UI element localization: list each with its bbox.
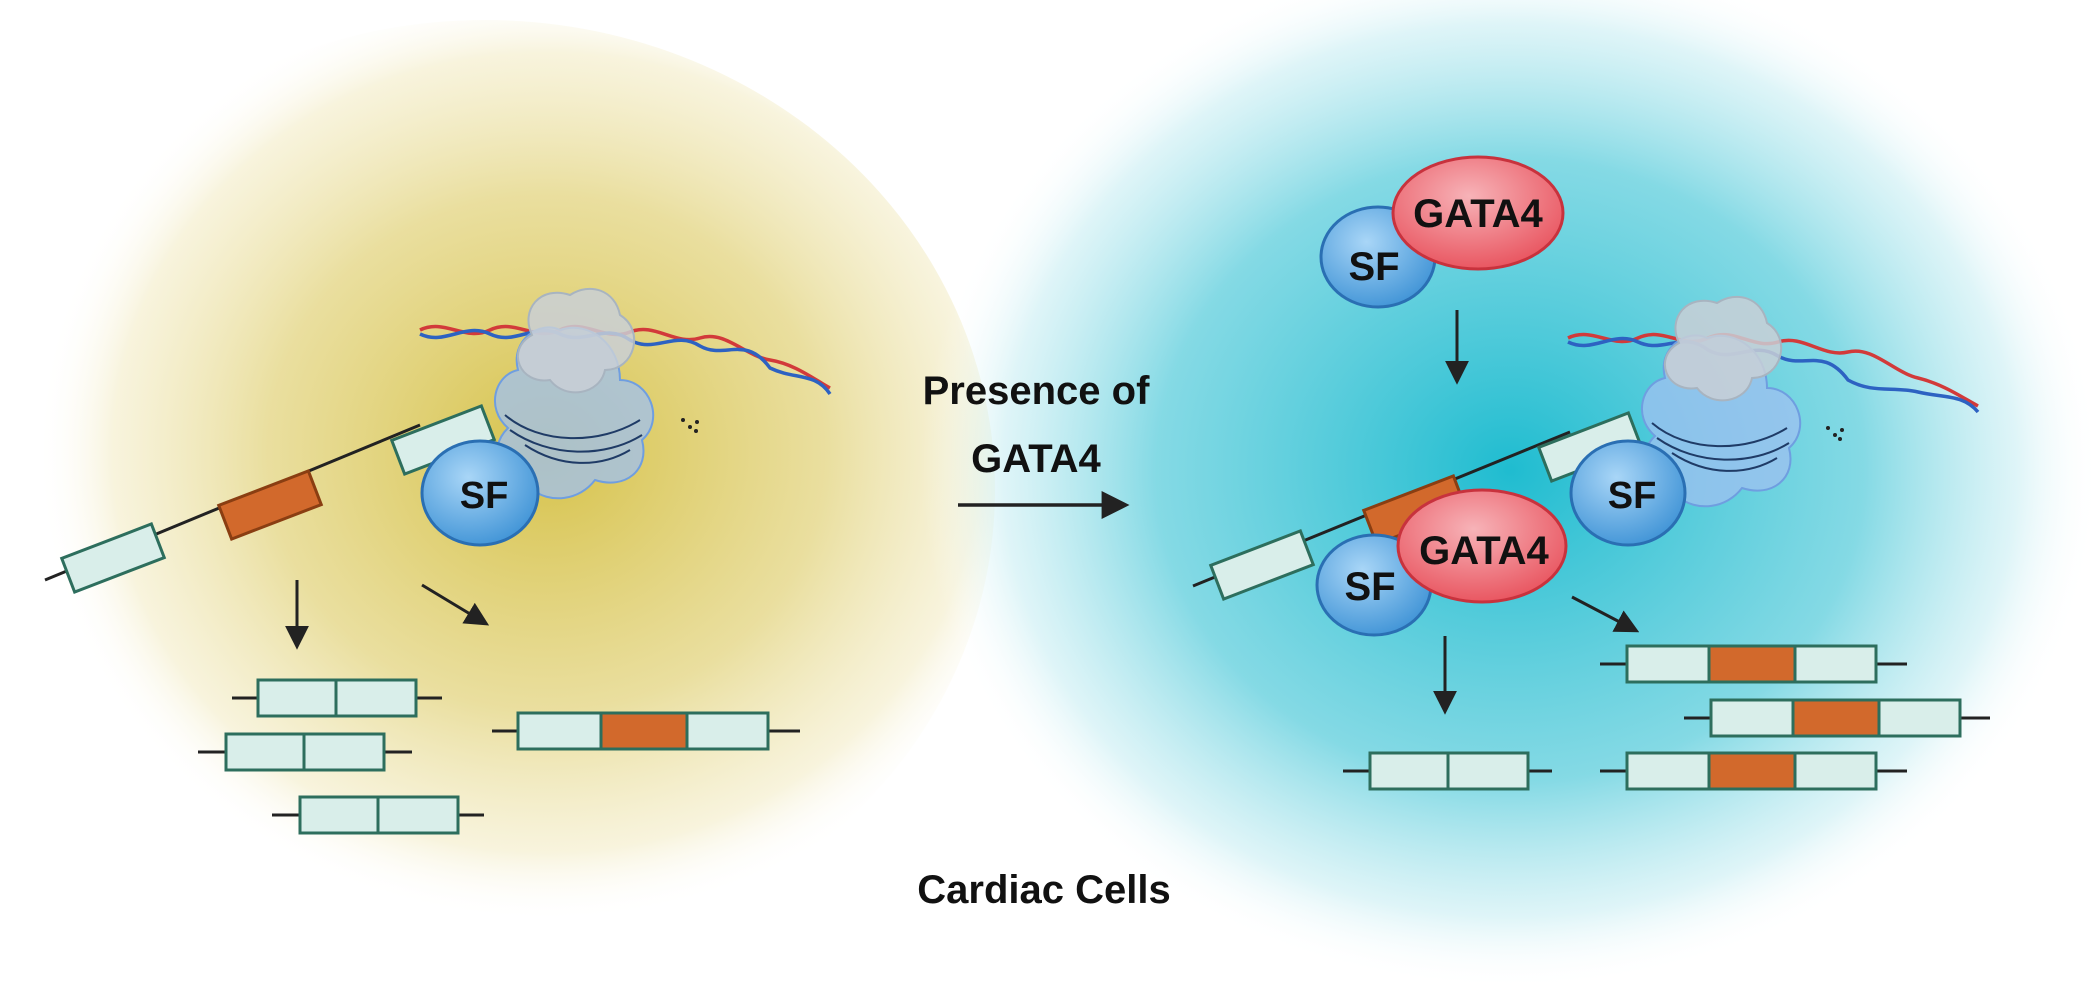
arrow-diag-right — [1571, 595, 1640, 633]
splicing-factor-right-icon: SF — [1569, 439, 1687, 547]
transition-label-line2: GATA4 — [971, 437, 1101, 481]
gata4-bound-label: GATA4 — [1419, 529, 1549, 573]
sf-top-label: SF — [1348, 245, 1399, 289]
gata4-top-label: GATA4 — [1413, 192, 1543, 236]
gata4-bound-icon: GATA4 — [1396, 488, 1568, 604]
transition-label-line1: Presence of — [923, 369, 1150, 413]
nucleotides-icon — [1826, 426, 1844, 441]
exon-alternative — [216, 469, 324, 541]
mrna-skipped-2 — [198, 732, 412, 772]
sf-right-label: SF — [1608, 475, 1657, 517]
mrna-included-right-3 — [1600, 751, 1907, 791]
mrna-included-right-2 — [1684, 698, 1990, 738]
exon-constitutive-1-right — [1208, 529, 1316, 601]
gata4-protein-icon: GATA4 — [1391, 155, 1565, 271]
mrna-included-right-1 — [1600, 644, 1907, 684]
nucleotides-icon — [681, 418, 699, 433]
diagram-caption: Cardiac Cells — [917, 868, 1170, 912]
mrna-skipped-3 — [272, 795, 484, 835]
sf-bound-label: SF — [1344, 565, 1395, 609]
splicing-factor-icon: SF — [420, 439, 540, 547]
mrna-skipped-1 — [232, 678, 442, 718]
exon-constitutive-1 — [59, 522, 167, 594]
mrna-skipped-right — [1343, 751, 1552, 791]
mrna-included-left — [492, 711, 800, 751]
sf-label: SF — [460, 475, 509, 517]
arrow-diag-left — [421, 583, 490, 626]
